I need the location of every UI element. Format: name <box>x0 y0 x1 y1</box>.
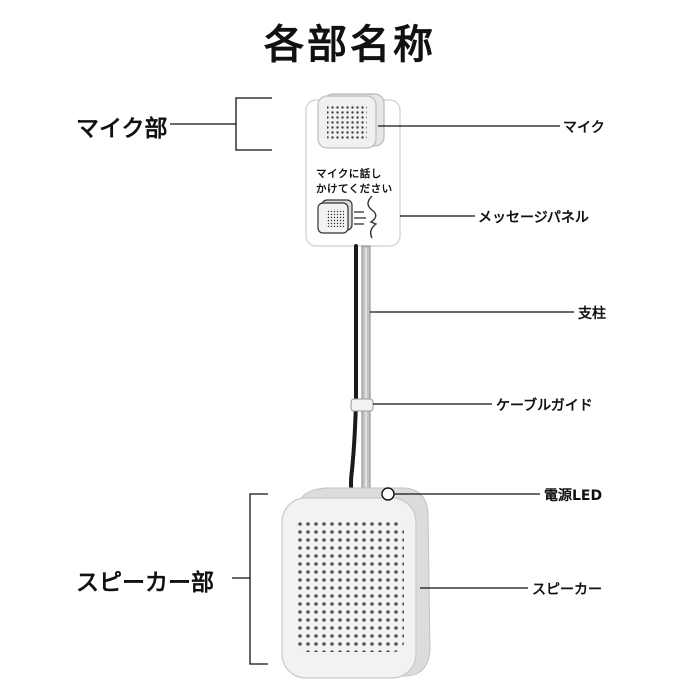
panel-text-line-2: かけてください <box>316 183 393 195</box>
page-title: 各部名称 <box>264 22 436 68</box>
cable-guide-label: ケーブルガイド <box>496 398 593 414</box>
power-led-label: 電源LED <box>544 488 603 504</box>
panel-text-line-1: マイクに話し <box>316 168 382 180</box>
speaker-section-label: スピーカー部 <box>76 570 214 596</box>
mic-section-label: マイク部 <box>76 116 168 142</box>
mic-speech-icon <box>317 195 378 239</box>
power-led-indicator <box>381 487 395 501</box>
pole-label: 支柱 <box>578 306 606 322</box>
speaker-box <box>281 487 431 679</box>
speaker-label: スピーカー <box>532 582 602 598</box>
cable <box>349 244 358 496</box>
mic-unit <box>317 93 385 149</box>
cable-guide <box>350 398 374 412</box>
message-panel-label: メッセージパネル <box>478 210 589 226</box>
leader-lines <box>170 97 574 665</box>
pole <box>361 245 371 495</box>
mic-label: マイク <box>563 120 605 136</box>
